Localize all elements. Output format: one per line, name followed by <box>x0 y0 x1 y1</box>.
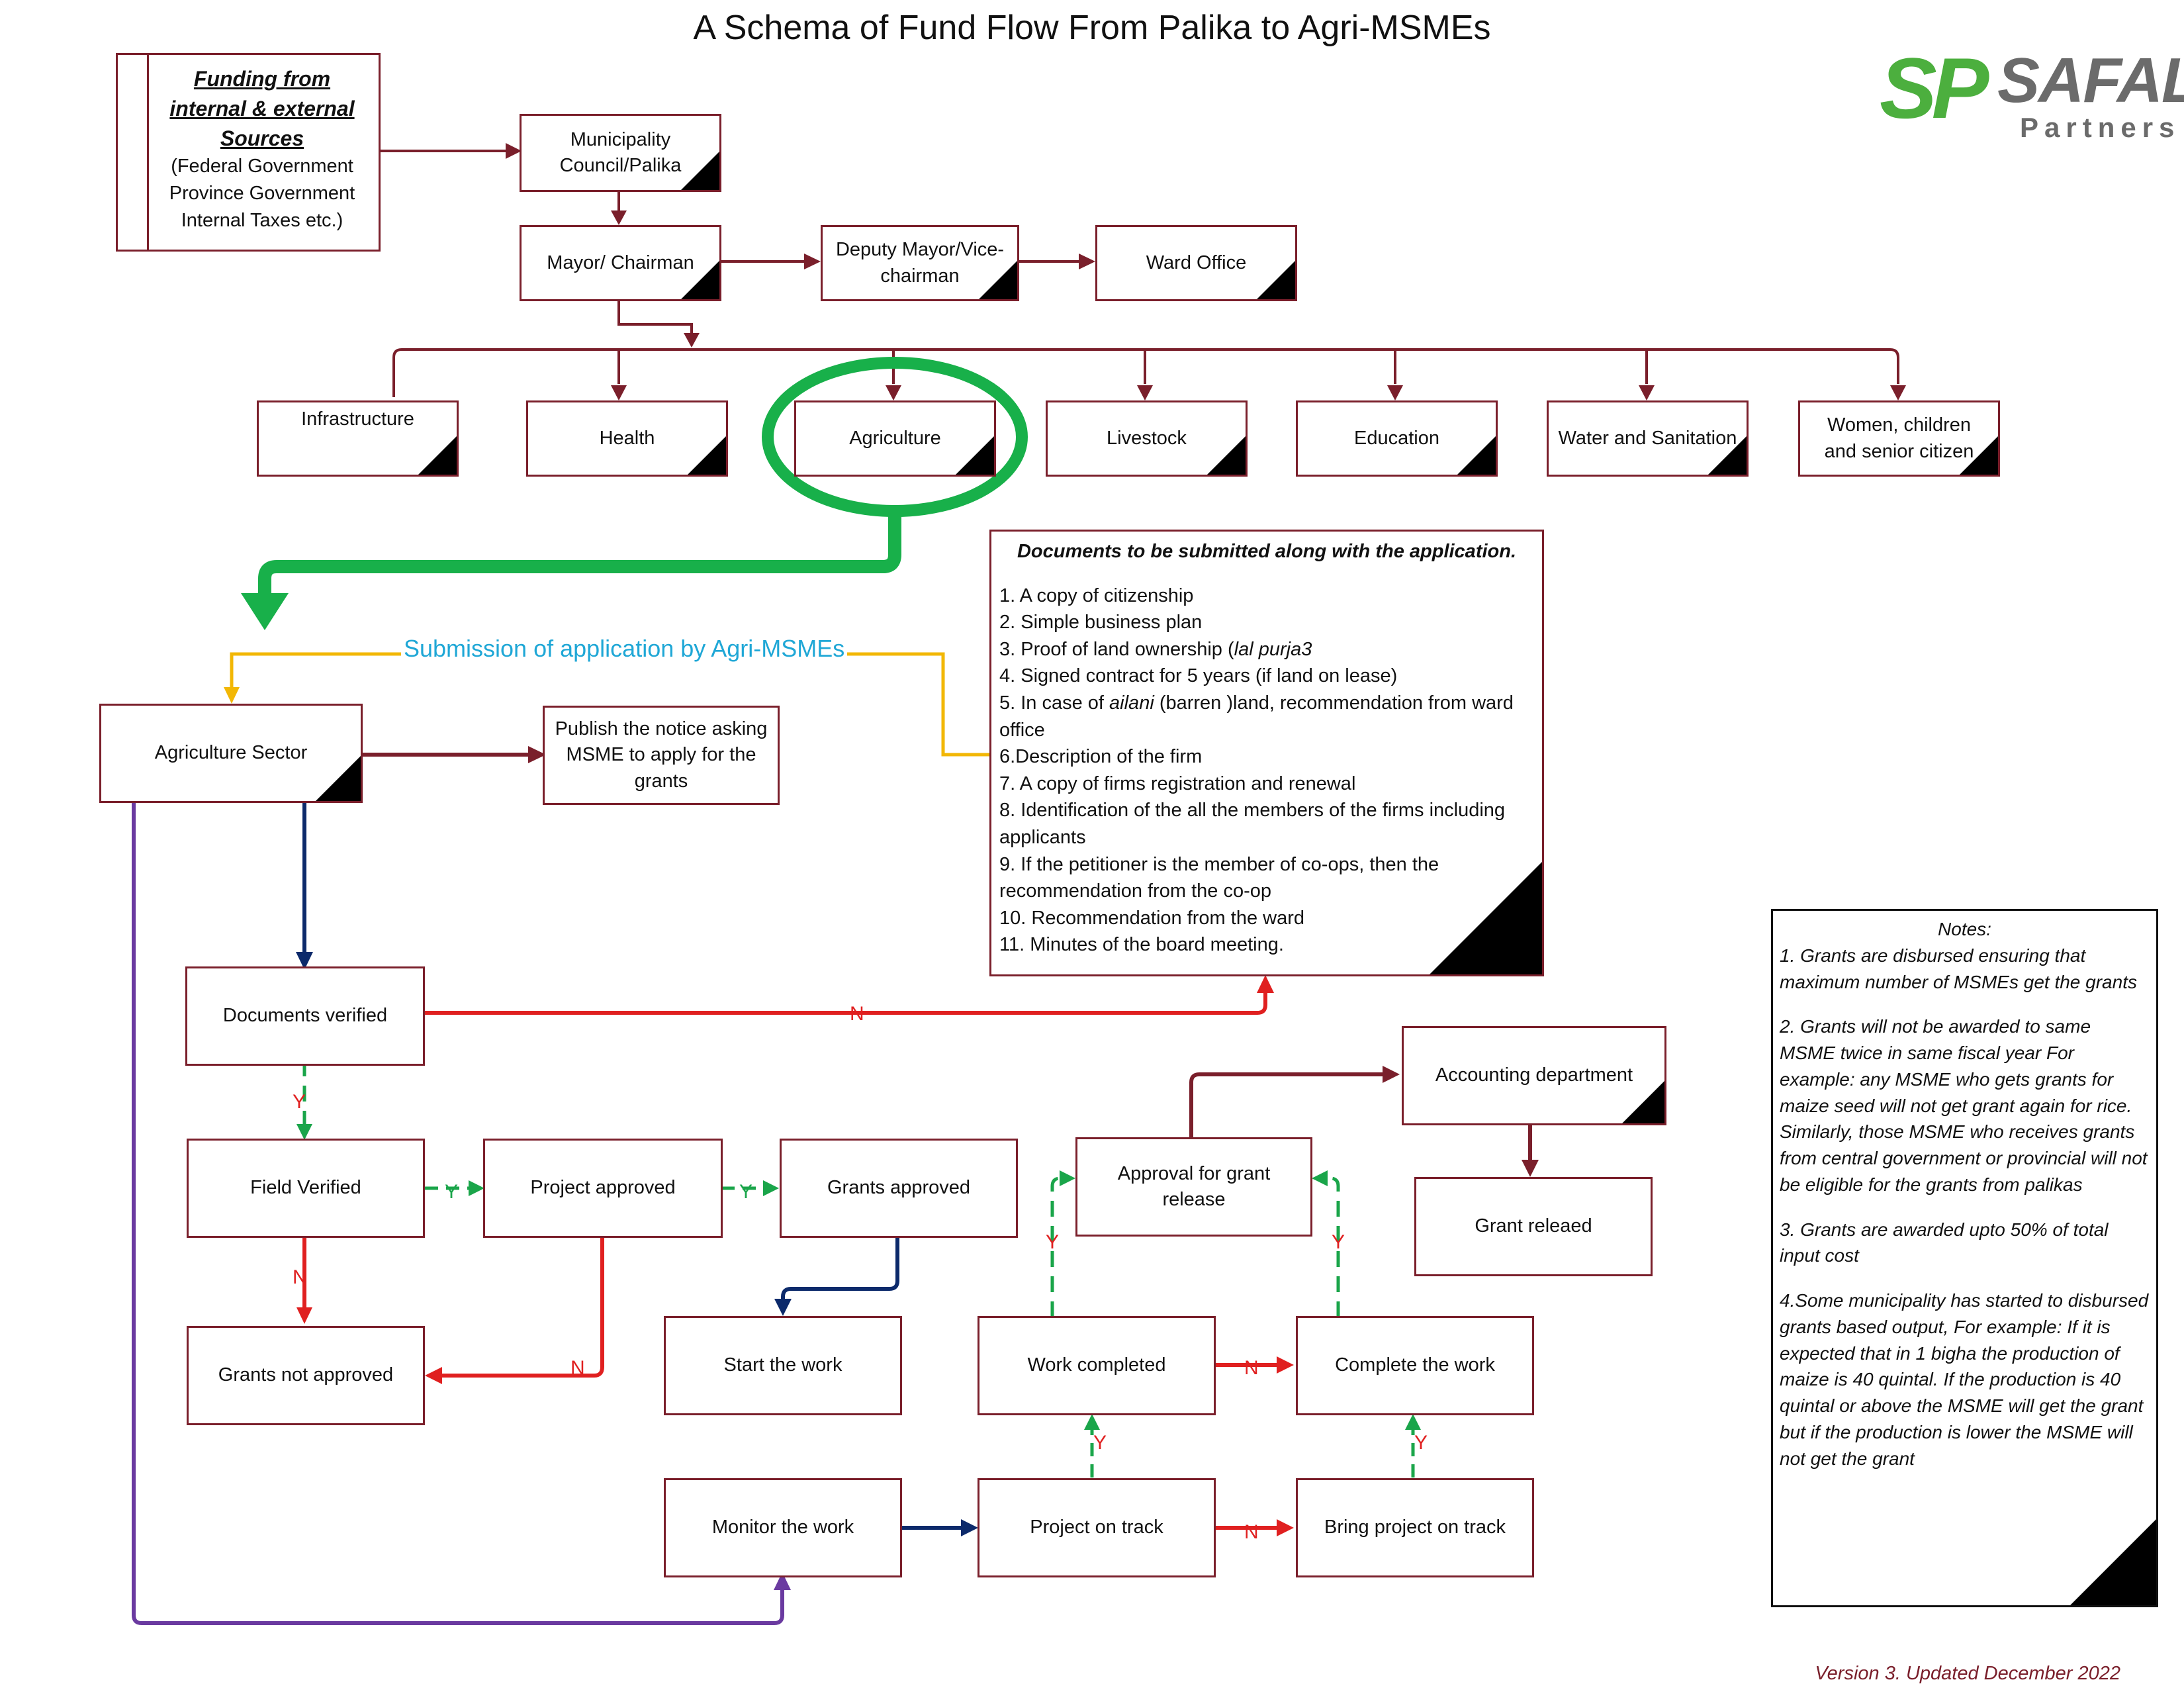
page-title: A Schema of Fund Flow From Palika to Agr… <box>693 9 1491 47</box>
edge-label-ontrack-no: N <box>1244 1521 1259 1543</box>
logo-name: SAFAL <box>1997 45 2184 116</box>
edge-complete-yes <box>1327 1176 1340 1317</box>
notes-box: Notes: 1. Grants are disbursed ensuring … <box>1771 909 2158 1607</box>
document-item: 9. If the petitioner is the member of co… <box>999 853 1439 902</box>
node-ward-office: Ward Office <box>1095 225 1297 301</box>
edge-label-project-yes: Y <box>739 1181 753 1203</box>
funding-heading-1: Funding from <box>193 67 331 91</box>
funding-heading-2: internal & external <box>169 96 355 120</box>
edge-docs-no <box>425 990 1267 1015</box>
document-item: 1. A copy of citizenship <box>999 585 1194 606</box>
node-infrastructure: Infrastructure <box>257 400 459 477</box>
submission-label: Submission of application by Agri-MSMEs <box>401 637 848 661</box>
edge-agriculture-to-sector <box>258 511 901 599</box>
notes-heading: Notes: <box>1938 919 1991 939</box>
edge-label-field-yes: Y <box>445 1181 459 1203</box>
edge-label-bring-yes: Y <box>1414 1432 1428 1454</box>
note-item: 3. Grants are awarded upto 50% of total … <box>1780 1219 2109 1266</box>
node-mayor: Mayor/ Chairman <box>520 225 721 301</box>
funding-sources-box: Funding from internal & external Sources… <box>116 53 381 252</box>
document-item: 2. Simple business plan <box>999 612 1203 633</box>
funding-detail-3: Internal Taxes etc.) <box>181 209 343 231</box>
node-agriculture: Agriculture <box>794 400 996 477</box>
edge-label-docs-yes: Y <box>293 1091 306 1113</box>
node-monitor-work: Monitor the work <box>664 1478 902 1577</box>
node-bring-on-track: Bring project on track <box>1296 1478 1534 1577</box>
edge-label-completed-yes: Y <box>1046 1231 1060 1253</box>
note-item: 4.Some municipality has started to disbu… <box>1780 1290 2149 1469</box>
node-project-approved: Project approved <box>483 1139 723 1238</box>
document-item: 10. Recommendation from the ward <box>999 907 1304 929</box>
edge-completed-yes <box>1050 1176 1061 1317</box>
note-item: 2. Grants will not be awarded to same MS… <box>1780 1016 2148 1195</box>
logo-subtitle: Partners <box>2020 112 2181 143</box>
document-item: 6.Description of the firm <box>999 746 1203 768</box>
node-grants-not-approved: Grants not approved <box>187 1326 425 1425</box>
document-item: 8. Identification of the all the members… <box>999 800 1506 848</box>
document-item: 4. Signed contract for 5 years (if land … <box>999 665 1398 687</box>
funding-detail-2: Province Government <box>169 182 355 204</box>
node-grants-approved: Grants approved <box>780 1139 1018 1238</box>
node-education: Education <box>1296 400 1498 477</box>
node-grant-released: Grant releaed <box>1414 1177 1653 1276</box>
documents-heading: Documents to be submitted along with the… <box>1017 541 1517 562</box>
edge-label-completed-no: N <box>1244 1357 1259 1379</box>
funding-heading-3: Sources <box>220 126 304 150</box>
document-item: 3. Proof of land ownership (lal purja3 <box>999 638 1312 660</box>
edge-submission <box>230 652 989 757</box>
node-start-work: Start the work <box>664 1316 902 1415</box>
node-deputy-mayor: Deputy Mayor/Vice-chairman <box>821 225 1019 301</box>
document-item: 5. In case of ailani (barren )land, reco… <box>999 692 1514 741</box>
node-livestock: Livestock <box>1046 400 1248 477</box>
edge-label-field-no: N <box>293 1266 307 1288</box>
node-project-on-track: Project on track <box>978 1478 1216 1577</box>
note-item: 1. Grants are disbursed ensuring that ma… <box>1780 945 2137 992</box>
edge-project-no <box>440 1237 604 1378</box>
edge-label-docs-no: N <box>850 1003 864 1025</box>
logo-mark: SP <box>1880 40 1989 136</box>
node-work-completed: Work completed <box>978 1316 1216 1415</box>
node-water-sanitation: Water and Sanitation <box>1547 400 1749 477</box>
node-women-children: Women, children and senior citizen <box>1798 400 2000 477</box>
node-publish-notice: Publish the notice asking MSME to apply … <box>543 706 780 805</box>
node-agriculture-sector: Agriculture Sector <box>99 704 363 803</box>
node-field-verified: Field Verified <box>187 1139 425 1238</box>
edge-label-project-no: N <box>570 1357 585 1379</box>
safal-partners-logo: SP SAFAL Partners <box>1880 40 2184 144</box>
node-complete-work: Complete the work <box>1296 1316 1534 1415</box>
node-municipality: Municipality Council/Palika <box>520 114 721 192</box>
edge-label-complete-yes: Y <box>1332 1231 1345 1253</box>
node-approval-release: Approval for grant release <box>1075 1137 1312 1237</box>
edge-approval-accounting <box>1189 1072 1383 1137</box>
node-accounting-department: Accounting department <box>1402 1026 1666 1125</box>
documents-required-box: Documents to be submitted along with the… <box>989 530 1544 976</box>
edge-sector-monitor <box>132 802 784 1625</box>
document-item: 11. Minutes of the board meeting. <box>999 934 1284 956</box>
node-health: Health <box>526 400 728 477</box>
version-note: Version 3. Updated December 2022 <box>1815 1663 2120 1684</box>
document-item: 7. A copy of firms registration and rene… <box>999 773 1356 794</box>
node-documents-verified: Documents verified <box>185 966 425 1066</box>
edge-label-ontrack-yes: Y <box>1093 1432 1107 1454</box>
edge-mayor-bus <box>617 301 693 334</box>
funding-detail-1: (Federal Government <box>171 156 353 177</box>
edge-grants-start <box>781 1237 899 1301</box>
